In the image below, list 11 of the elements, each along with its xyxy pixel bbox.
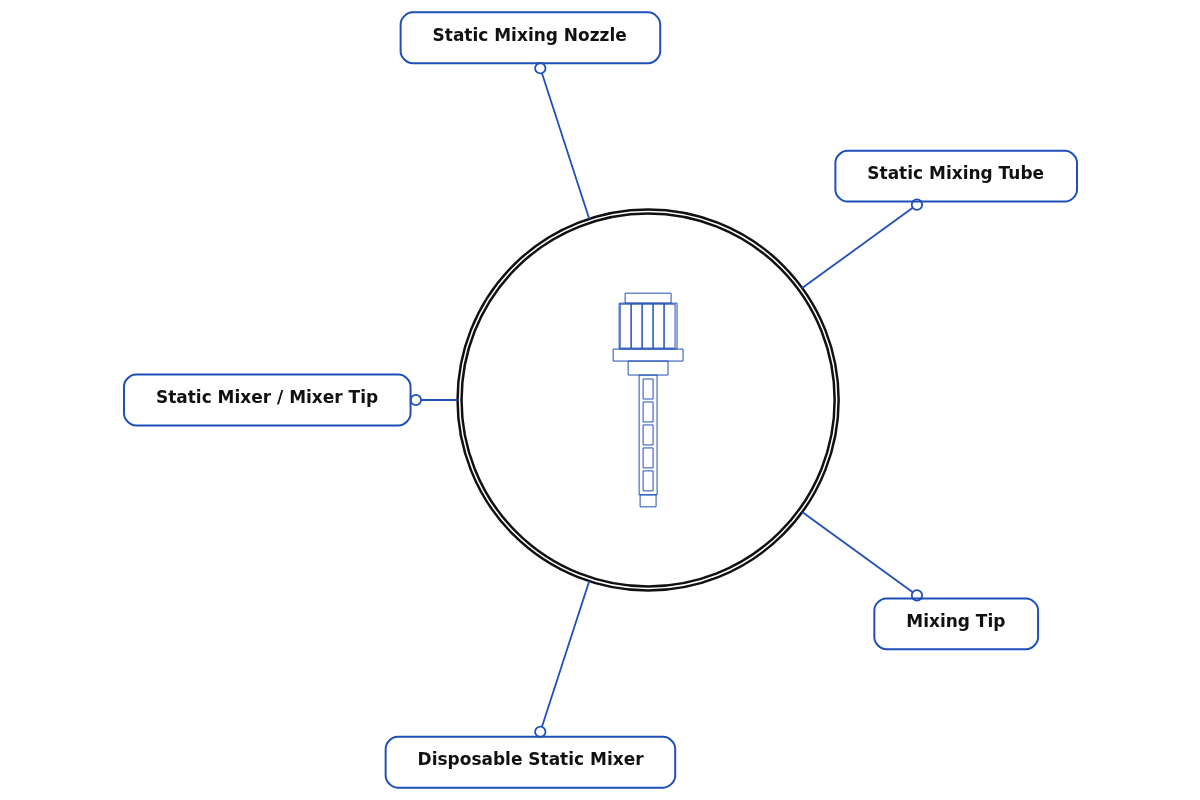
connector: [800, 198, 923, 289]
node-box: Mixing Tip: [872, 597, 1039, 651]
node-box: Static Mixing Nozzle: [399, 11, 661, 65]
node-picture: [455, 208, 840, 592]
node-box: Disposable Static Mixer: [384, 735, 676, 789]
connector: [800, 511, 923, 602]
node-box: Static Mixing Tube: [833, 149, 1078, 203]
node-box: Static Mixer / Mixer Tip: [122, 373, 412, 427]
connector: [533, 62, 590, 220]
connector: [409, 393, 459, 407]
connector: [533, 580, 590, 738]
